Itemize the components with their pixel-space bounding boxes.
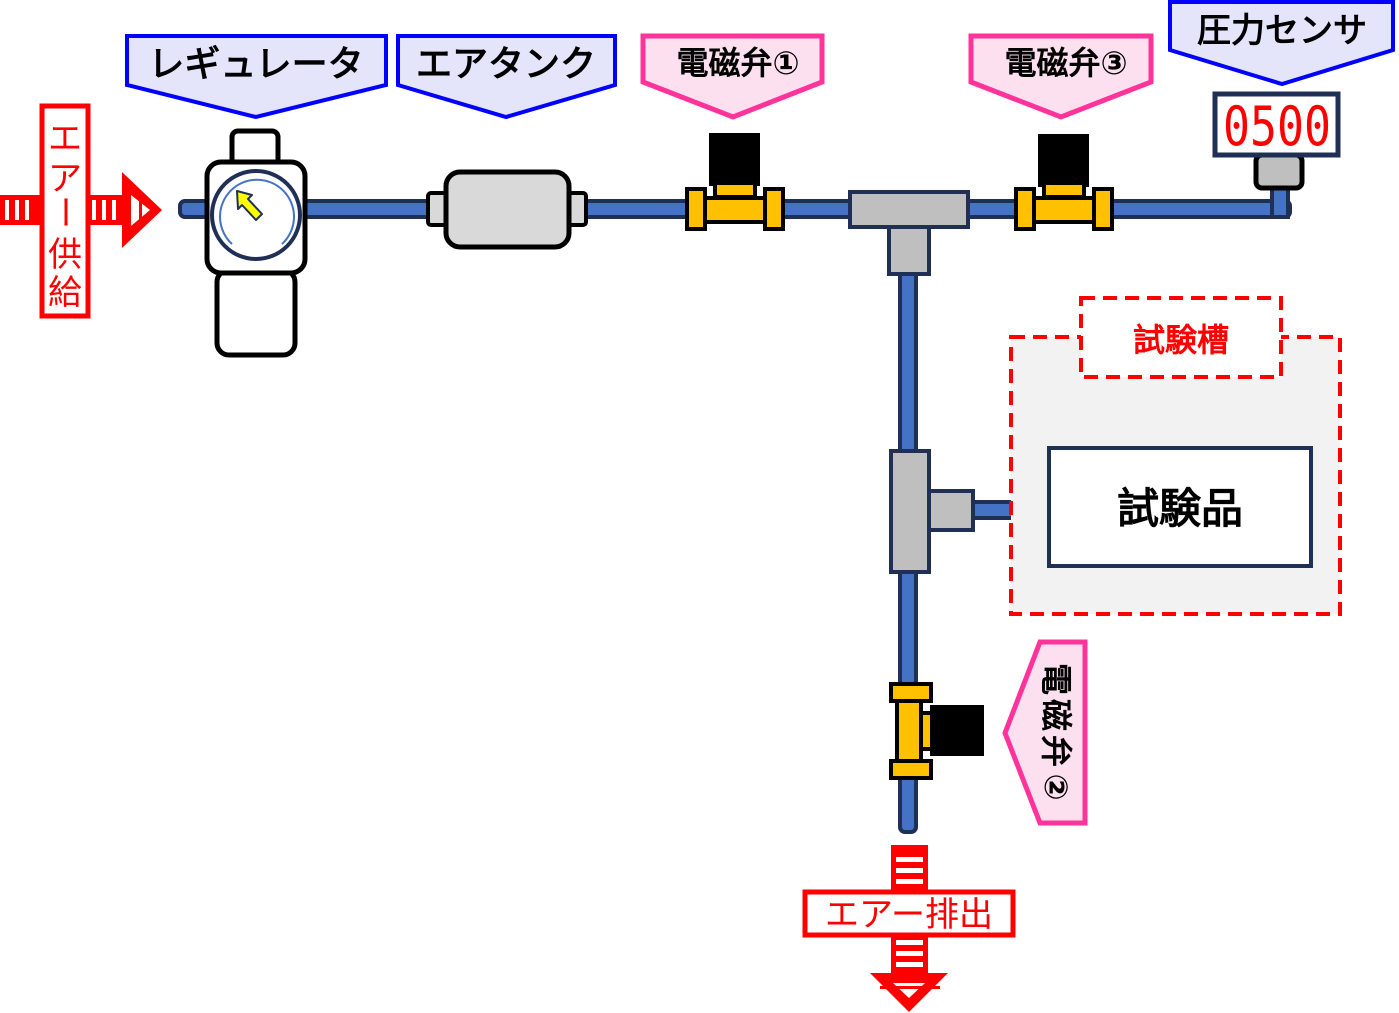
test-item-label: 試験品 [1117,484,1243,533]
sensor-port [1253,152,1305,191]
solenoid-valve-1[interactable] [685,133,785,231]
regulator-bottom-bowl [214,267,298,358]
regulator[interactable] [204,128,308,358]
callout-air-tank: エアタンク [396,34,617,120]
air-supply-char: ー [44,195,84,229]
valve-2-char: ② [1037,773,1075,800]
air-supply-arrow: エ ア ー 供 給 [0,103,162,319]
tee-fitting-middle [889,449,975,574]
gauge-needle-icon [236,190,263,221]
test-item[interactable]: 試験品 [1047,446,1313,568]
air-supply-char: エ [48,119,82,159]
callout-pressure-sensor: 圧力センサ [1168,0,1395,87]
solenoid-valve-3[interactable] [1014,134,1114,231]
pressure-sensor[interactable]: 0500 [1212,91,1341,191]
air-exhaust-label: エアー排出 [825,895,993,935]
valve-2-char: 電 [1037,663,1075,695]
valve-2-char: 弁 [1037,735,1075,767]
air-exhaust-arrow: エアー排出 [802,845,1016,1012]
air-supply-char: 給 [48,273,82,313]
solenoid-valve-2[interactable] [889,682,984,780]
air-tank[interactable] [426,169,588,250]
air-supply-label-box [39,103,91,319]
solenoid-coil-icon [1038,134,1089,187]
valve-3-label: 電磁弁③ [1004,44,1127,82]
callout-valve-2: 電 磁 弁 ② [1002,639,1088,826]
callout-valve-3: 電磁弁③ [968,33,1154,120]
sensor-display-value: 0500 [1223,95,1331,158]
gauge-scale-arc [219,178,295,245]
solenoid-coil-icon [930,705,984,756]
solenoid-coil-icon [709,133,760,186]
air-exhaust-label-box [802,889,1016,938]
callout-valve-1: 電磁弁① [640,33,825,120]
regulator-label: レギュレータ [148,44,363,85]
air-supply-char: ア [48,159,82,199]
pressure-sensor-label: 圧力センサ [1197,11,1367,51]
tee-fitting-top [848,190,970,276]
test-item-box [1047,446,1313,568]
test-chamber-label-box [1079,296,1283,379]
air-supply-char: 供 [48,235,82,275]
callout-regulator: レギュレータ [125,34,388,120]
test-chamber-label: 試験槽 [1133,321,1229,359]
valve-1-label: 電磁弁① [676,44,799,82]
sensor-display [1212,91,1341,158]
air-tank-body [443,169,572,250]
valve-2-char: 磁 [1037,699,1075,731]
air-tank-label: エアタンク [416,44,596,85]
